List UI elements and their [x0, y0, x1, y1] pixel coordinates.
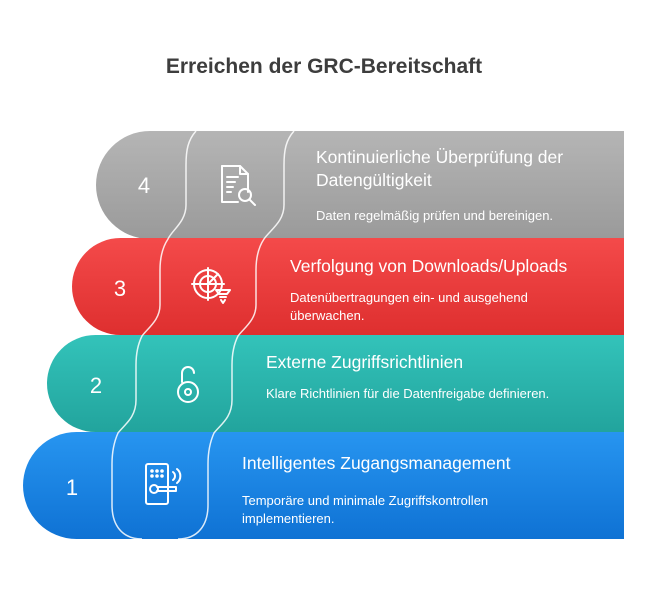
- step-1-band: [23, 432, 624, 539]
- step-2-heading: Externe Zugriffsrichtlinien: [266, 352, 464, 372]
- step-1-number: 1: [65, 475, 79, 500]
- step-1-heading: Intelligentes Zugangsmanagement: [242, 453, 511, 473]
- step-4-band: [96, 131, 624, 239]
- page-title: Erreichen der GRC-Bereitschaft: [165, 55, 483, 78]
- step-3-description: Datenübertragungen ein- und ausgehend üb…: [290, 290, 528, 323]
- step-3-heading: Verfolgung von Downloads/Uploads: [290, 256, 568, 276]
- step-2-number: 2: [89, 373, 103, 398]
- step-4-description: Daten regelmäßig prüfen und bereinigen.: [316, 208, 554, 223]
- step-1-description: Temporäre und minimale Zugriffskontrolle…: [242, 493, 489, 526]
- smart-lock-icon: [142, 462, 186, 506]
- step-2-description: Klare Richtlinien für die Datenfreigabe …: [266, 386, 550, 401]
- step-2-band: [47, 335, 624, 432]
- radar-tracking-icon: [190, 264, 234, 308]
- step-4-number: 4: [137, 173, 151, 198]
- document-search-icon: [216, 162, 260, 206]
- step-3-band: [72, 238, 624, 335]
- step-3-number: 3: [113, 276, 127, 301]
- step-4-heading: Kontinuierliche Überprüfung der Datengül…: [316, 147, 564, 190]
- padlock-icon: [166, 360, 210, 404]
